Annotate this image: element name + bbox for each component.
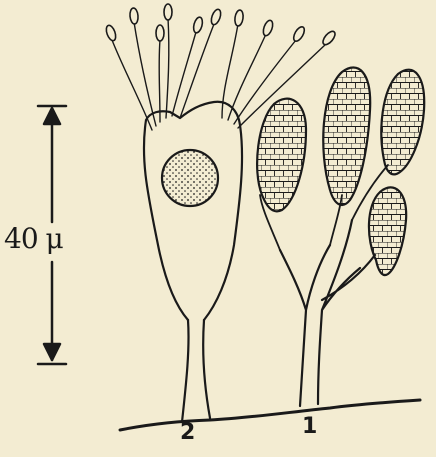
sporangium-lower [369, 187, 406, 275]
sporangium-center [323, 68, 370, 205]
ground-line [120, 400, 420, 430]
organism-2-label: 2 [180, 420, 195, 445]
organism-1-label: 1 [302, 414, 317, 439]
organism-1 [257, 68, 424, 406]
sporangium-right [381, 70, 424, 175]
nucleus [162, 150, 218, 206]
sporangium-left [257, 99, 306, 212]
scale-label: 40 μ [4, 222, 63, 255]
